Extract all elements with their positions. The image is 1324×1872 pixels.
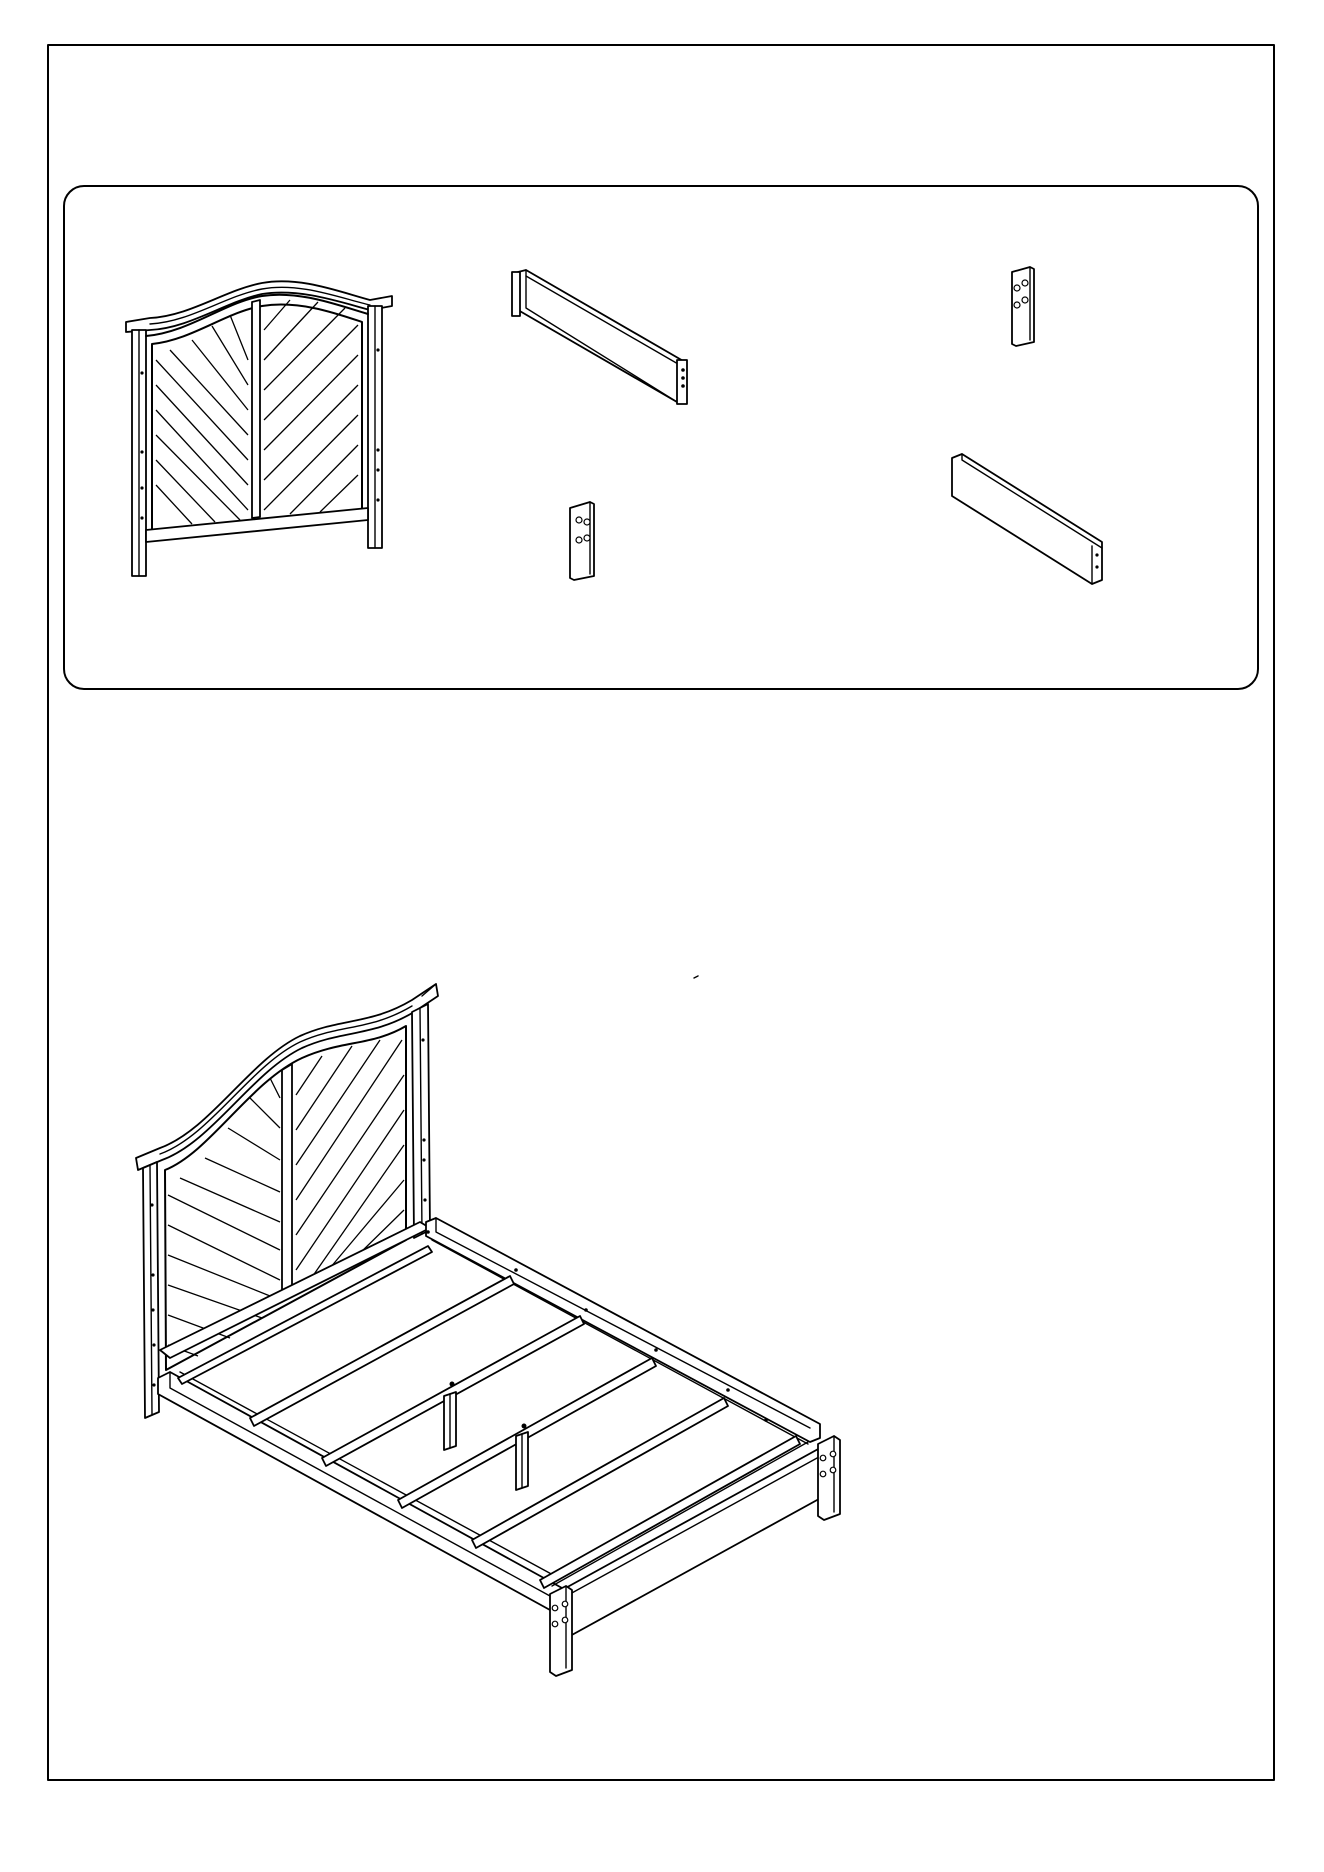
stray-mark xyxy=(694,976,698,978)
parts-panel-frame xyxy=(64,186,1258,689)
assembled-bed-frame-icon xyxy=(136,984,840,1676)
headboard-part-icon xyxy=(126,281,392,576)
foot-rail-part-icon xyxy=(952,454,1102,584)
leg-block-part-icon-2 xyxy=(1012,267,1034,346)
leg-block-part-icon xyxy=(570,502,594,580)
side-rail-part-icon xyxy=(512,270,687,404)
